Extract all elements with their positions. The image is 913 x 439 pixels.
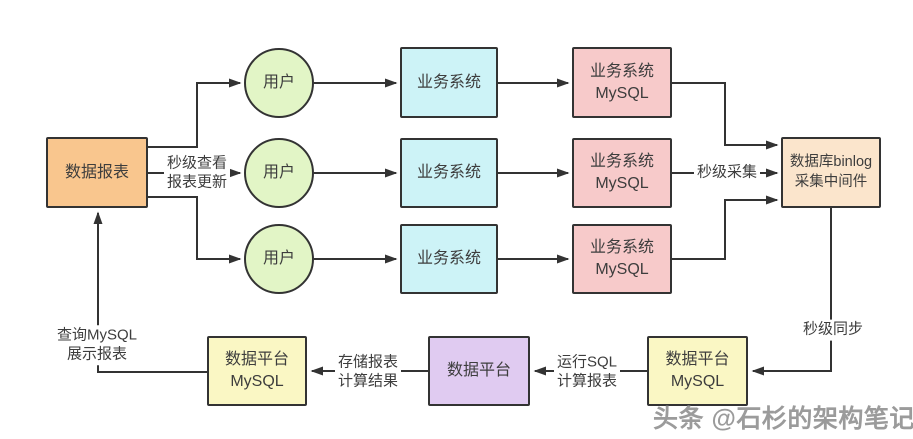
node-platform-mysql-left: 数据平台 MySQL bbox=[207, 336, 307, 406]
edge-report-to-user-1 bbox=[148, 78, 242, 148]
node-biz-mysql-2: 业务系统 MySQL bbox=[572, 138, 672, 208]
node-platform-mysql-right: 数据平台 MySQL bbox=[647, 336, 748, 406]
watermark: 头条 @石杉的架构笔记 bbox=[653, 405, 913, 433]
edge-label-collect: 秒级采集 bbox=[693, 162, 761, 184]
edge-binlog-to-platform-mysql bbox=[751, 208, 832, 376]
edge-label-view-report: 秒级查看 报表更新 bbox=[163, 153, 231, 193]
node-user-1: 用户 bbox=[244, 48, 314, 118]
node-data-report: 数据报表 bbox=[46, 137, 148, 208]
node-biz-mysql-1: 业务系统 MySQL bbox=[572, 47, 672, 118]
edge-mysql1-to-binlog bbox=[672, 82, 779, 150]
node-biz-system-1: 业务系统 bbox=[400, 47, 498, 118]
edge-report-to-user-3 bbox=[148, 196, 242, 264]
node-user-3: 用户 bbox=[244, 224, 314, 294]
node-data-platform: 数据平台 bbox=[428, 336, 530, 406]
node-binlog-middleware: 数据库binlog 采集中间件 bbox=[781, 137, 881, 208]
node-biz-mysql-3: 业务系统 MySQL bbox=[572, 224, 672, 294]
edge-label-run-sql: 运行SQL 计算报表 bbox=[553, 352, 621, 392]
node-biz-system-2: 业务系统 bbox=[400, 138, 498, 208]
node-biz-system-3: 业务系统 bbox=[400, 224, 498, 294]
edge-mysql3-to-binlog bbox=[672, 195, 779, 260]
edge-label-store-result: 存储报表 计算结果 bbox=[334, 352, 402, 392]
edge-label-query-mysql: 查询MySQL 展示报表 bbox=[53, 325, 141, 365]
edge-platform-mysql-left-to-report bbox=[93, 211, 207, 373]
node-user-2: 用户 bbox=[244, 138, 314, 208]
edge-label-sync: 秒级同步 bbox=[799, 319, 867, 341]
